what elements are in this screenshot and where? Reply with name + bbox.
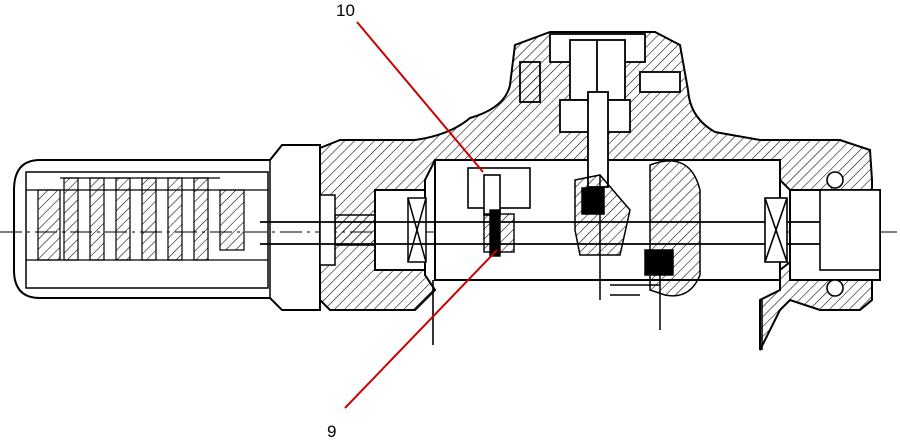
support-lines — [432, 280, 763, 350]
right-end-assembly — [764, 171, 881, 297]
disc-spring-stack — [26, 177, 268, 261]
leader-line-10 — [356, 21, 484, 173]
collar-part-9 — [483, 209, 515, 257]
gear-mechanism — [574, 160, 701, 330]
spring-cartridge — [13, 144, 321, 311]
left-bearing — [319, 194, 427, 266]
callout-label-10: 10 — [336, 1, 355, 20]
callout-label-9: 9 — [327, 422, 336, 440]
top-cap — [519, 33, 681, 188]
leader-line-9 — [344, 249, 498, 409]
main-shaft — [260, 221, 845, 245]
bracket-part-10 — [467, 167, 531, 216]
